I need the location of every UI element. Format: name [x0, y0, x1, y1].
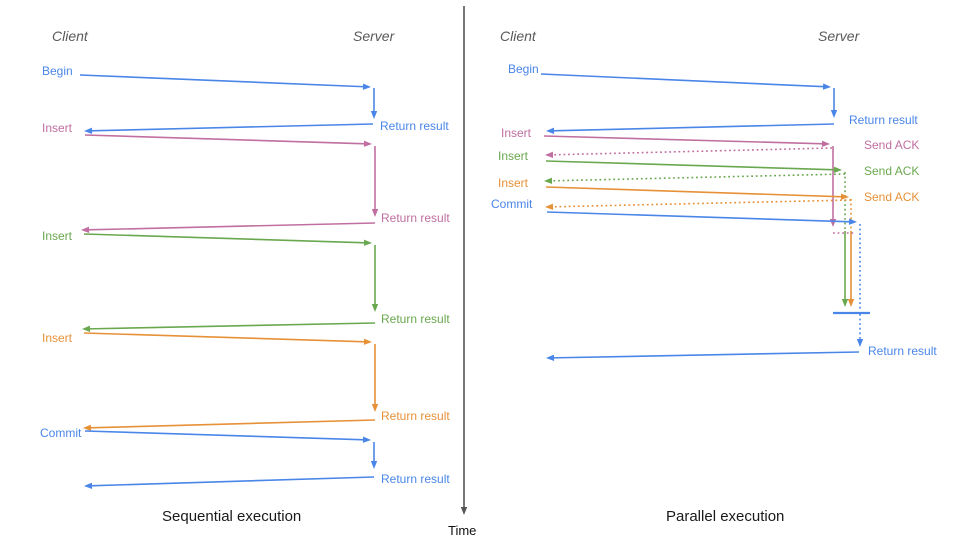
arrowhead [546, 354, 555, 361]
label-send-ack: Send ACK [864, 164, 920, 178]
message-line [83, 233, 367, 244]
message-line [83, 332, 367, 343]
label-return-result: Return result [849, 113, 918, 127]
lifeline-header-client: Client [52, 28, 88, 44]
message-line [551, 123, 835, 132]
lifeline-header-server: Server [353, 28, 395, 44]
label-insert: Insert [42, 121, 73, 135]
arrowhead [83, 424, 92, 431]
arrowhead [84, 127, 93, 134]
arrowhead [830, 110, 838, 118]
message-line [89, 476, 375, 487]
label-commit: Commit [491, 197, 533, 211]
label-return-result: Return result [381, 472, 450, 486]
message-line [84, 134, 367, 145]
arrowhead [362, 83, 371, 90]
arrowhead [371, 209, 379, 217]
lifeline-header-client: Client [500, 28, 536, 44]
arrowhead [847, 299, 855, 307]
arrowhead [544, 177, 553, 184]
arrowhead [81, 226, 90, 233]
panel-title-parallel: Parallel execution [666, 508, 785, 525]
arrowhead [82, 325, 91, 332]
arrowhead [363, 338, 372, 345]
panel-title-sequential: Sequential execution [162, 508, 302, 525]
message-line [88, 419, 376, 429]
label-insert: Insert [42, 331, 73, 345]
arrowhead [370, 461, 378, 469]
arrowhead [841, 299, 849, 307]
label-return-result: Return result [380, 119, 449, 133]
arrowhead [371, 304, 379, 312]
message-line [550, 199, 852, 208]
arrowhead [848, 218, 857, 225]
label-return-result: Return result [868, 344, 937, 358]
label-return-result: Return result [381, 409, 450, 423]
label-begin: Begin [42, 64, 73, 78]
arrowhead [821, 140, 830, 147]
arrowhead [371, 404, 379, 412]
message-line [545, 186, 844, 198]
label-return-result: Return result [381, 312, 450, 326]
message-line [79, 74, 366, 88]
label-insert: Insert [498, 149, 529, 163]
label-send-ack: Send ACK [864, 138, 920, 152]
lifeline-header-server: Server [818, 28, 860, 44]
arrowhead [362, 436, 371, 443]
message-line [89, 123, 374, 132]
message-line [84, 430, 366, 441]
arrowhead [822, 83, 831, 90]
arrowhead [840, 193, 849, 200]
message-line [540, 73, 826, 88]
message-line [545, 160, 837, 171]
label-send-ack: Send ACK [864, 190, 920, 204]
arrowhead [545, 151, 554, 158]
label-insert: Insert [42, 229, 73, 243]
label-begin: Begin [508, 62, 539, 76]
arrowhead [370, 111, 378, 119]
message-line [550, 147, 833, 156]
arrowhead [460, 507, 468, 515]
arrowhead [363, 239, 372, 246]
label-insert: Insert [498, 176, 529, 190]
label-insert: Insert [501, 126, 532, 140]
label-return-result: Return result [381, 211, 450, 225]
arrowhead [546, 127, 555, 134]
arrowhead [363, 140, 372, 147]
arrowhead [833, 166, 842, 173]
message-line [86, 222, 376, 231]
message-line [551, 351, 860, 359]
arrowhead [84, 482, 93, 489]
message-line [546, 211, 852, 223]
arrowhead [856, 339, 864, 347]
label-commit: Commit [40, 426, 82, 440]
time-axis-label: Time [448, 523, 477, 538]
message-line [87, 322, 376, 330]
message-line [549, 173, 846, 182]
arrowhead [545, 203, 554, 210]
message-line [543, 135, 825, 145]
arrowhead [829, 219, 837, 227]
